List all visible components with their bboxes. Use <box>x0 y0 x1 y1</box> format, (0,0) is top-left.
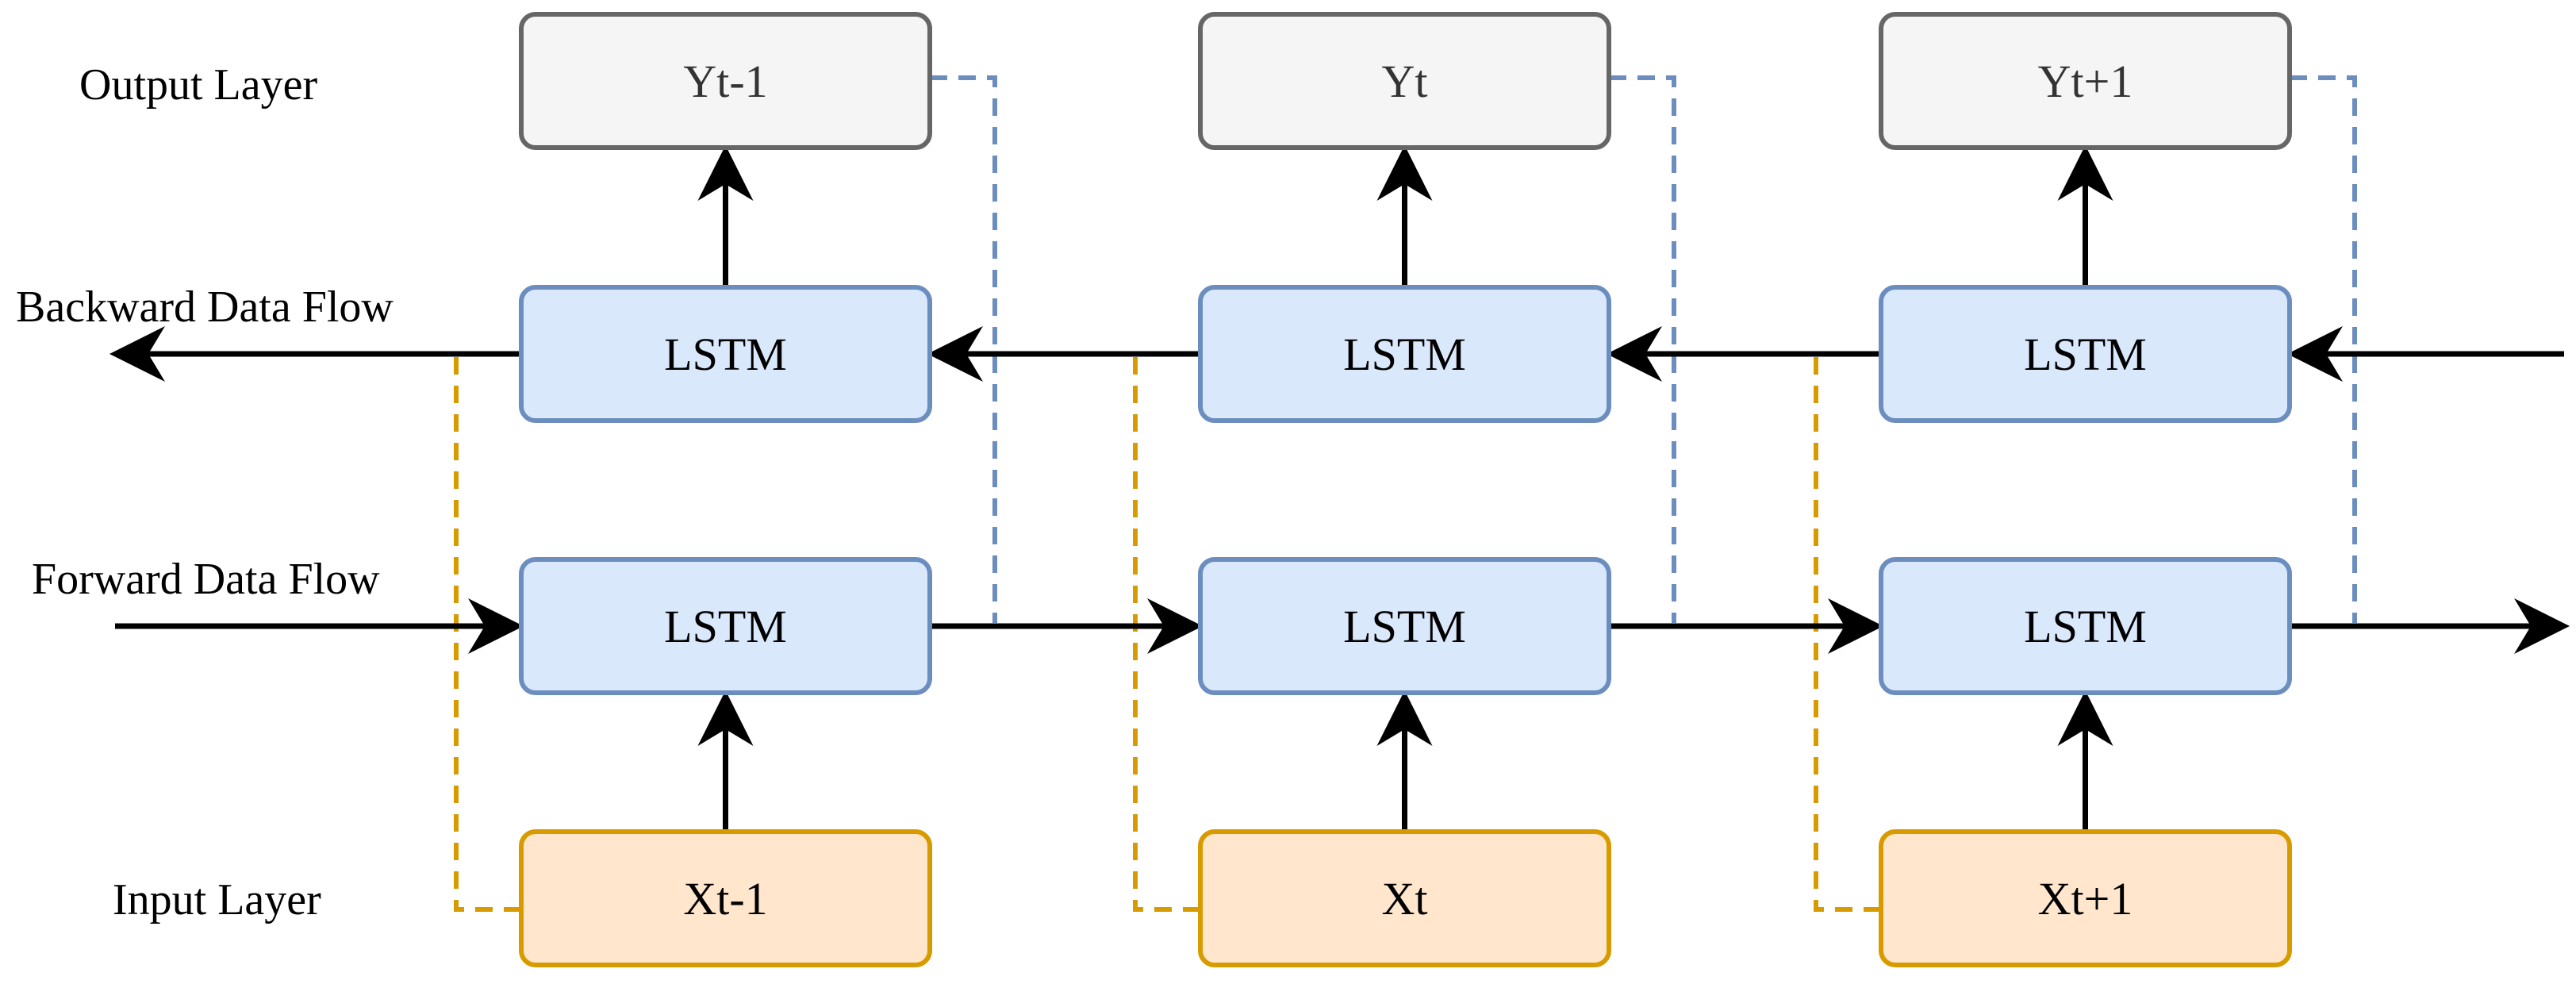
forward-node-label: LSTM <box>1343 601 1466 652</box>
input-node-label: Xt+1 <box>2038 873 2133 924</box>
orange-dashed-connector <box>454 352 521 912</box>
input-node-1: Xt-1 <box>519 829 932 967</box>
forward-node-2: LSTM <box>1198 557 1611 695</box>
backward-node-label: LSTM <box>1343 329 1466 380</box>
forward-node-label: LSTM <box>664 601 787 652</box>
input-node-3: Xt+1 <box>1879 829 2292 967</box>
forward-node-label: LSTM <box>2024 601 2147 652</box>
output-layer-label: Output Layer <box>79 60 317 110</box>
input-node-label: Xt <box>1382 873 1428 924</box>
backward-node-label: LSTM <box>2024 329 2147 380</box>
forward-flow-label: Forward Data Flow <box>32 555 380 604</box>
orange-dashed-connector <box>1133 352 1200 912</box>
backward-flow-label: Backward Data Flow <box>16 283 394 332</box>
backward-node-1: LSTM <box>519 285 932 423</box>
input-node-2: Xt <box>1198 829 1611 967</box>
backward-node-3: LSTM <box>1879 285 2292 423</box>
output-node-2: Yt <box>1198 12 1611 150</box>
output-node-1: Yt-1 <box>519 12 932 150</box>
forward-node-3: LSTM <box>1879 557 2292 695</box>
backward-node-label: LSTM <box>664 329 787 380</box>
output-node-label: Yt-1 <box>683 56 767 107</box>
input-layer-label: Input Layer <box>113 875 321 924</box>
blue-dashed-connector <box>2290 75 2357 623</box>
output-node-3: Yt+1 <box>1879 12 2292 150</box>
blue-dashed-connector <box>930 75 997 623</box>
forward-node-1: LSTM <box>519 557 932 695</box>
flow-arrows <box>109 145 2570 832</box>
blue-dashed-connector <box>1609 75 1676 623</box>
orange-dashed-connector <box>1814 352 1881 912</box>
dashed-connectors <box>454 75 2357 912</box>
output-node-label: Yt <box>1382 56 1428 107</box>
input-node-label: Xt-1 <box>683 873 767 924</box>
backward-node-2: LSTM <box>1198 285 1611 423</box>
output-node-label: Yt+1 <box>2038 56 2133 107</box>
